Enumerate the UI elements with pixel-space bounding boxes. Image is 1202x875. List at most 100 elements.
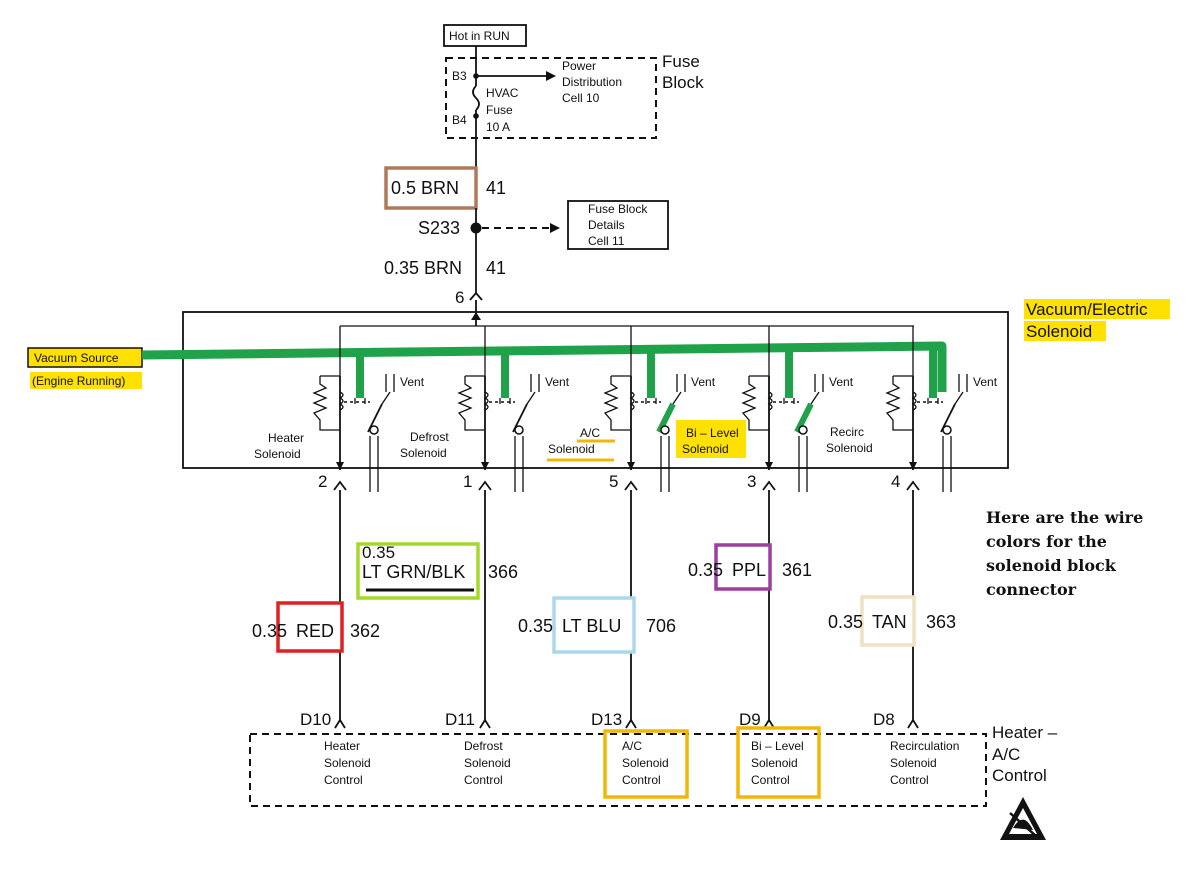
fuse-block-details-box (567, 200, 669, 250)
vent-label: Vent (400, 375, 425, 389)
power-source: Hot in RUN (443, 24, 527, 58)
connector-pin-icon (762, 480, 776, 491)
details-line2: Details (588, 218, 625, 232)
control-label: Control (622, 773, 661, 787)
vacuum-source-box (27, 347, 143, 368)
solenoid-label: Recirc (830, 425, 864, 439)
power-dist-line2: Distribution (562, 75, 622, 89)
connector-pin-icon (334, 718, 346, 729)
splice-dot (470, 222, 482, 234)
circuit-number: 362 (350, 621, 380, 641)
coil-icon (741, 376, 769, 431)
solenoid-units: VentHeaterSolenoid2VentDefrostSolenoid1V… (254, 326, 998, 492)
solenoid-label: Solenoid (254, 447, 301, 461)
details-line3: Cell 11 (588, 234, 625, 248)
control-label: Bi – Level (751, 739, 804, 753)
splice-id: S233 (418, 218, 460, 238)
wire-gauge: 0.35 (362, 543, 395, 562)
vent-icon (958, 374, 968, 392)
wire-color-label: LT GRN/BLK (362, 562, 465, 582)
note-line4: connector (986, 580, 1077, 599)
control-label: Solenoid (890, 756, 937, 770)
wire-color-label: PPL (732, 560, 766, 580)
control-label: Control (464, 773, 503, 787)
fuse-block: Fuse Block B3 B4 Power Distribution Cell… (445, 52, 704, 170)
circuit-number: 363 (926, 612, 956, 632)
circuit-number-top: 41 (486, 178, 506, 198)
solenoid-block-outline (182, 311, 1009, 469)
coil-icon (312, 376, 340, 431)
circuit-number-bottom: 41 (486, 258, 506, 278)
wire-gauge: 0.35 (252, 621, 287, 641)
coil-icon (603, 376, 631, 431)
wire-gauge: 0.35 (688, 560, 723, 580)
vacuum-hose-icon (660, 436, 670, 492)
solenoid-block-title-2: Solenoid (1026, 322, 1092, 341)
wire-gauge: 0.35 (828, 612, 863, 632)
fuse-icon (472, 85, 480, 111)
note-line2: colors for the (986, 532, 1107, 551)
fuse-name-line3: 10 A (486, 120, 510, 134)
control-title-3: Control (992, 766, 1047, 785)
circuit-number: 366 (488, 562, 518, 582)
control-module-outline (249, 733, 987, 807)
connector-pin-number: 5 (609, 472, 618, 491)
wire-color-label: LT BLU (562, 616, 621, 636)
note-line1: Here are the wire (986, 508, 1143, 527)
pin-6: 6 (455, 288, 464, 307)
wire-color-box (552, 596, 636, 654)
vacuum-source-note: (Engine Running) (32, 374, 125, 388)
solenoid-label: Defrost (410, 430, 449, 444)
power-dist-line3: Cell 10 (562, 91, 600, 105)
control-label: Solenoid (464, 756, 511, 770)
note-line3: solenoid block (986, 556, 1117, 575)
heater-ac-control: Heater – A/C Control (249, 723, 1058, 807)
vent-label: Vent (545, 375, 570, 389)
control-label: Control (890, 773, 929, 787)
connector-pin-icon (479, 718, 491, 729)
fuse-block-outline (445, 57, 657, 139)
control-label: Recirculation (890, 739, 959, 753)
wire-run: 0.35 RED 362 (252, 490, 380, 720)
circuit-number: 361 (782, 560, 812, 580)
wire-gauge: 0.35 (518, 616, 553, 636)
connector-pin-icon (625, 718, 637, 729)
vent-icon (385, 374, 395, 392)
vacuum-hose-icon (514, 436, 524, 492)
esd-sensitive-icon (1000, 797, 1046, 840)
solenoid-block: Vacuum/Electric Solenoid Vacuum Source (… (27, 299, 1170, 469)
connector-pin-icon (469, 291, 483, 301)
control-label: Solenoid (751, 756, 798, 770)
control-pin-id: D8 (873, 710, 895, 729)
vent-label: Vent (829, 375, 854, 389)
control-label: Solenoid (622, 756, 669, 770)
solenoid-label: A/C (580, 426, 600, 440)
control-pins: D10HeaterSolenoidControlD11DefrostSoleno… (300, 710, 959, 799)
control-label: Control (324, 773, 363, 787)
vacuum-hose-icon (942, 436, 952, 492)
control-label: A/C (622, 739, 642, 753)
vacuum-hose-icon (369, 436, 379, 492)
solenoid-label: Solenoid (400, 446, 447, 460)
wire-label-top: 0.5 BRN (391, 178, 459, 198)
vacuum-line (141, 341, 947, 392)
vent-icon (814, 374, 824, 392)
connector-pin-icon (906, 480, 920, 491)
vent-label: Vent (973, 375, 998, 389)
connector-pin-icon (624, 480, 638, 491)
control-label: Heater (324, 739, 360, 753)
terminal-b4: B4 (452, 113, 467, 127)
circuit-number: 706 (646, 616, 676, 636)
wire-color-label: RED (296, 621, 334, 641)
solenoid-block-title: Vacuum/Electric (1026, 300, 1148, 319)
vent-icon (530, 374, 540, 392)
control-title: Heater – (992, 723, 1058, 742)
